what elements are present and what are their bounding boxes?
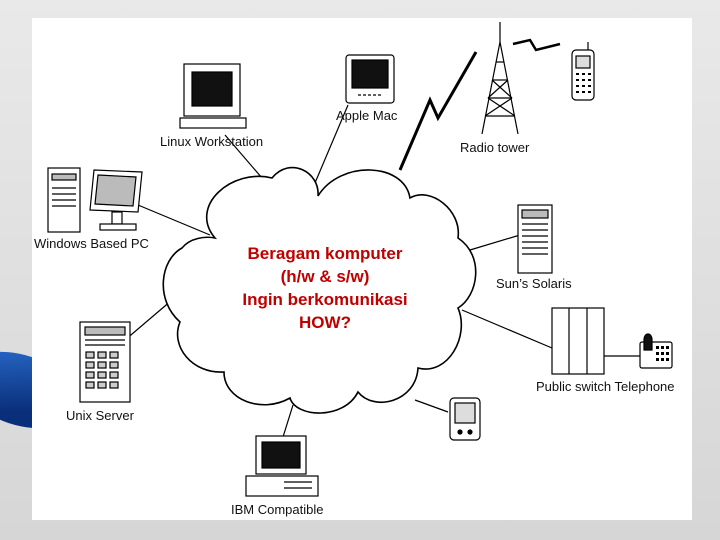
link-ibm (282, 404, 294, 438)
desktop-pc-icon (47, 167, 143, 233)
link-linux (224, 134, 263, 179)
lightning-bolt (398, 51, 478, 171)
link-sun (469, 234, 521, 251)
label-windows-pc: Windows Based PC (34, 236, 149, 251)
label-sun-solaris: Sun’s Solaris (496, 276, 572, 291)
center-line-2: (h/w & s/w) (280, 267, 370, 286)
link-pstn (461, 309, 553, 349)
label-ibm-compatible: IBM Compatible (231, 502, 324, 517)
label-public-switch-telephone: Public switch Telephone (536, 379, 675, 394)
mobile-phone-icon (571, 42, 595, 101)
crt-monitor-icon (179, 63, 247, 129)
link-apple (311, 104, 349, 191)
center-line-3: Ingin berkomunikasi (242, 290, 408, 309)
desk-telephone-icon (639, 333, 673, 369)
link-windows (137, 204, 211, 236)
link-pda (414, 399, 449, 413)
lightning-bolt-small (512, 38, 561, 52)
switch-cabinet-icon (551, 307, 605, 375)
network-cloud (162, 166, 477, 414)
label-apple-mac: Apple Mac (336, 108, 398, 123)
pda-icon (449, 397, 481, 441)
ibm-pc-icon (245, 435, 319, 497)
center-line-1: Beragam komputer (247, 244, 403, 263)
link-unix (124, 299, 173, 341)
center-line-4: HOW? (299, 313, 351, 332)
center-message: Beragam komputer (h/w & s/w) Ingin berko… (200, 242, 450, 334)
radio-tower-icon (481, 22, 519, 135)
label-linux-workstation: Linux Workstation (160, 134, 264, 149)
label-radio-tower: Radio tower (460, 140, 530, 155)
server-rack-icon (79, 321, 131, 403)
label-unix-server: Unix Server (66, 408, 134, 423)
server-tower-icon (517, 204, 553, 274)
apple-mac-icon (345, 54, 395, 104)
